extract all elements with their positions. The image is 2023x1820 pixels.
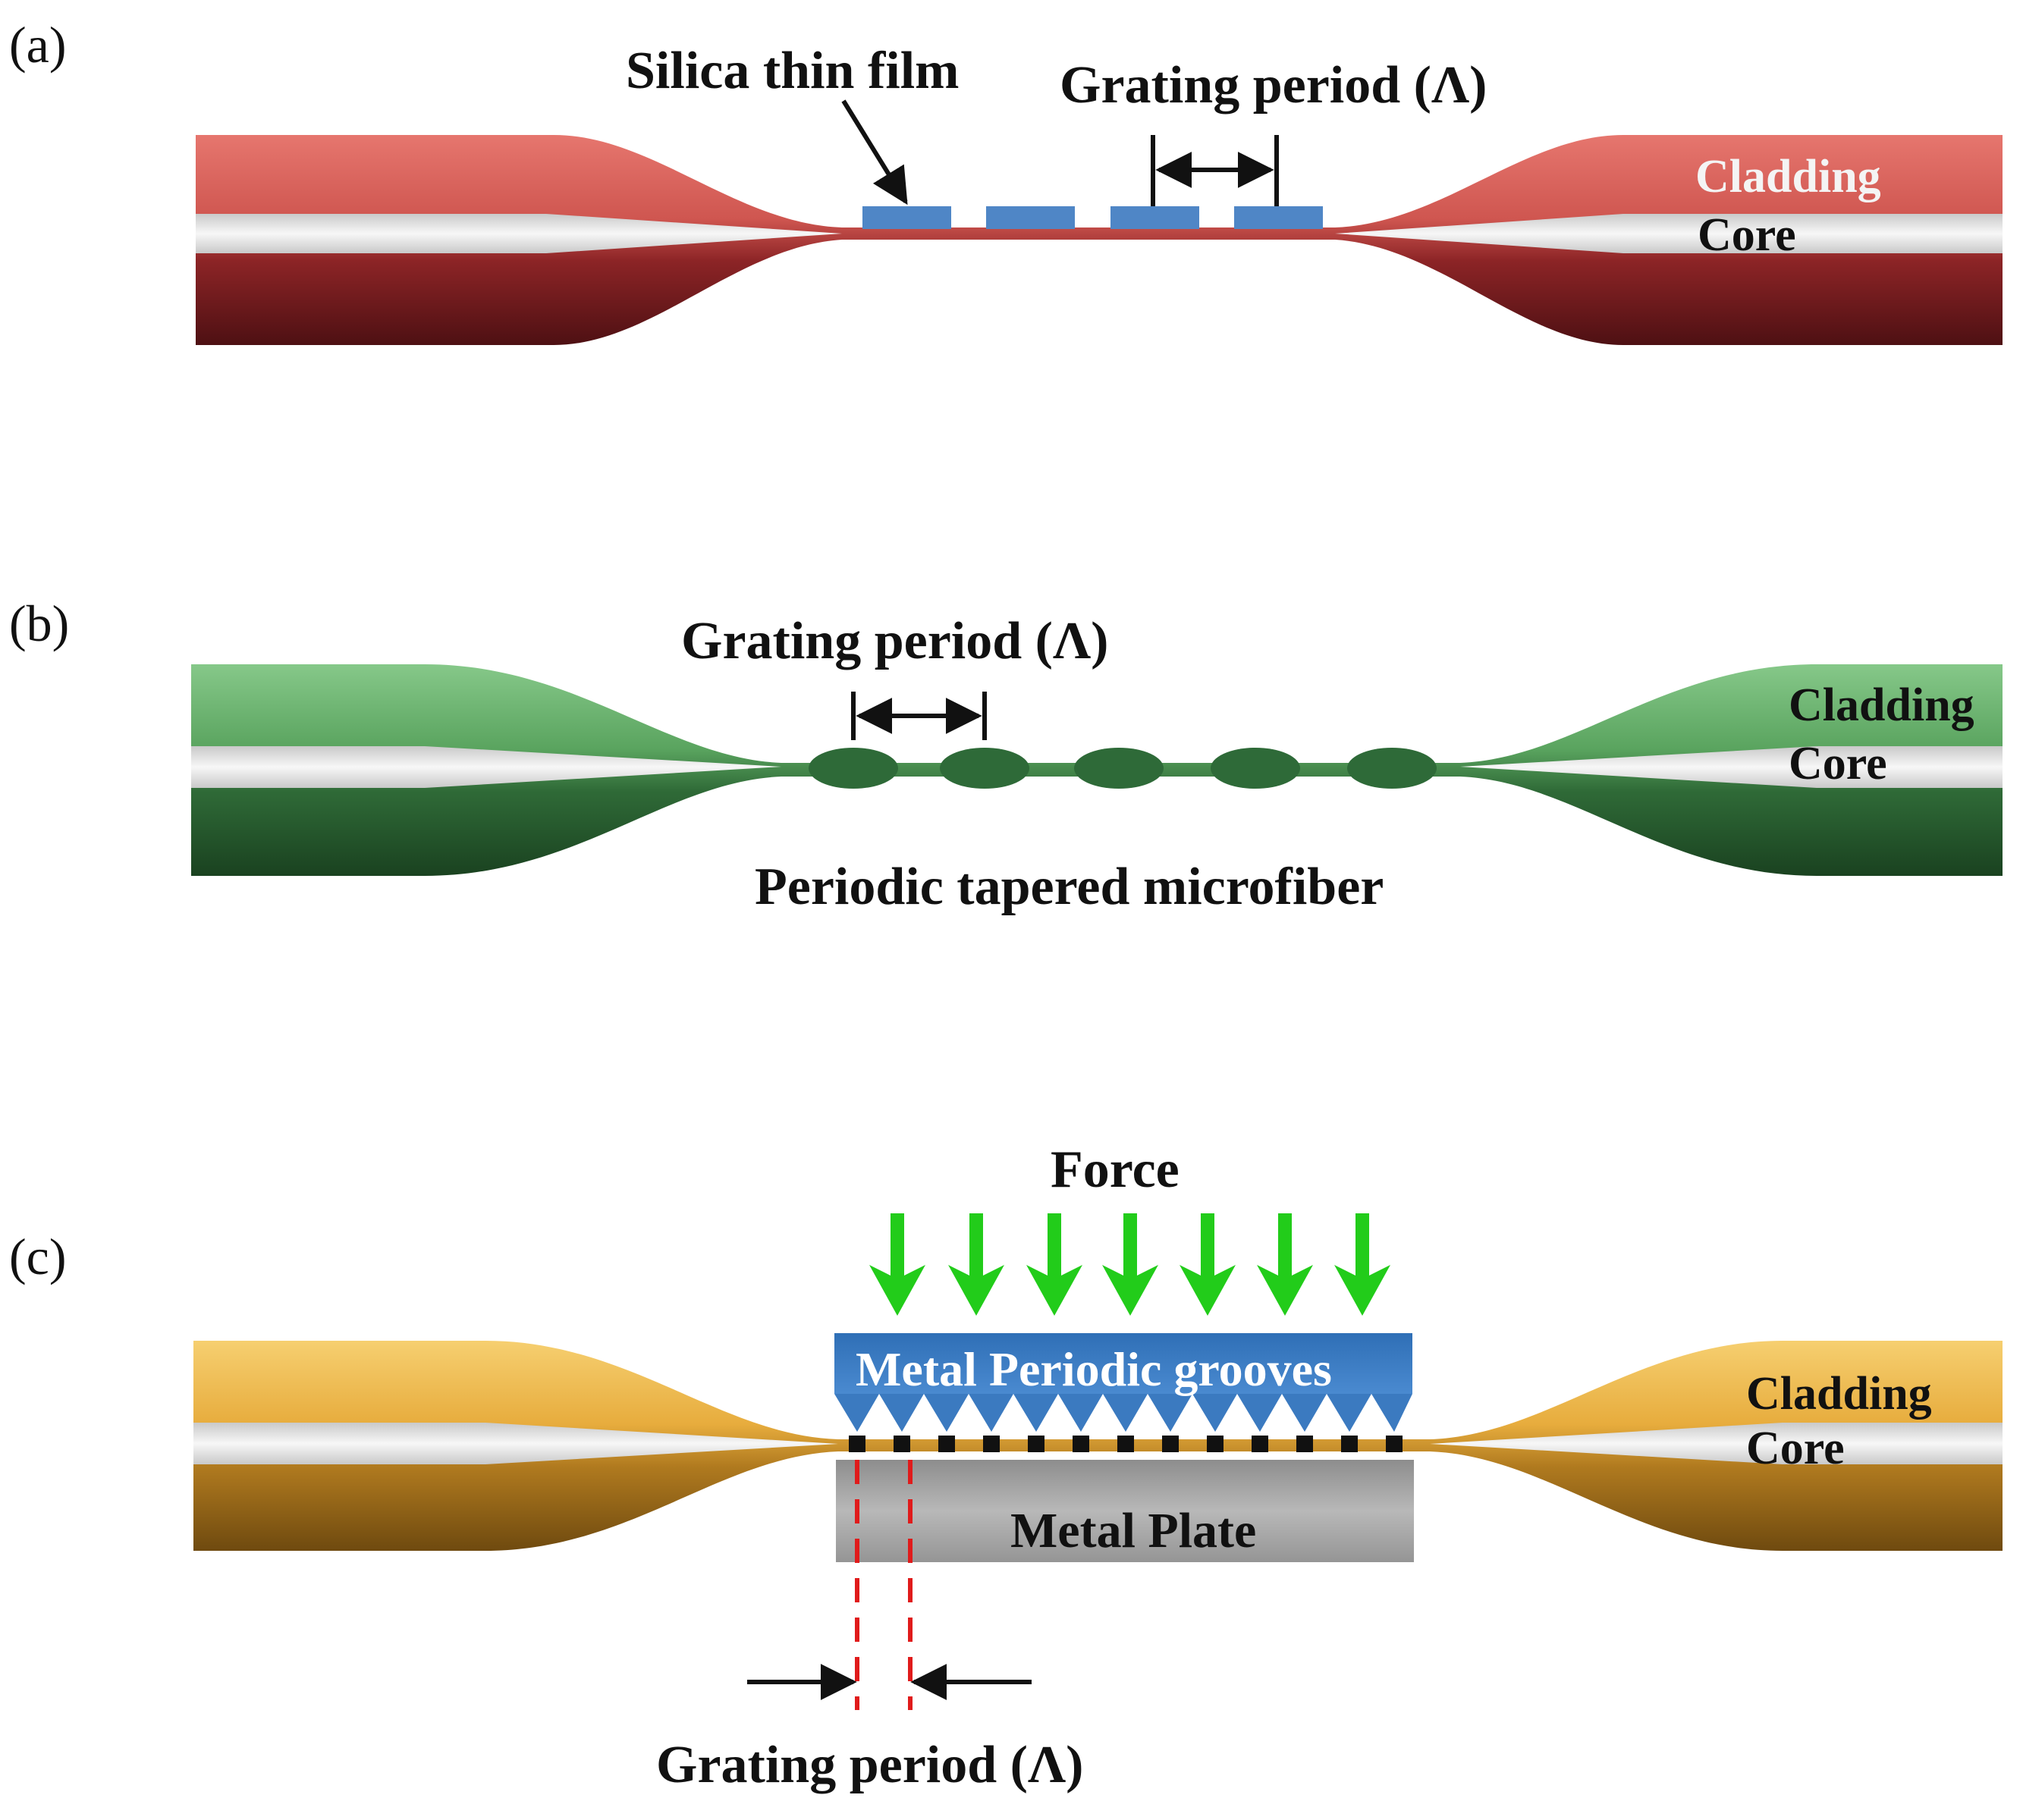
period-marker-a [1151, 135, 1279, 206]
force-arrow-2 [948, 1213, 1004, 1316]
silica-film-2 [986, 206, 1075, 229]
panel-c-tag: (c) [9, 1228, 66, 1285]
cladding-label-c: Cladding [1746, 1368, 1932, 1420]
bulge-1 [809, 748, 898, 789]
force-label: Force [1051, 1141, 1180, 1199]
grooves-label: Metal Periodic grooves [856, 1342, 1332, 1396]
force-arrow-3 [1026, 1213, 1082, 1316]
metal-plate-label: Metal Plate [1010, 1503, 1256, 1558]
fiber-a-body [196, 135, 2003, 345]
bulge-3 [1074, 748, 1164, 789]
core-label-a: Core [1698, 209, 1796, 261]
force-arrow-5 [1180, 1213, 1236, 1316]
tapered-bulges [809, 748, 1437, 789]
period-label-a: Grating period (Λ) [1060, 56, 1487, 115]
bulge-2 [940, 748, 1029, 789]
grooves-teeth [834, 1394, 1412, 1432]
bulge-4 [1211, 748, 1300, 789]
panel-c: (c) [9, 1141, 2003, 1794]
force-arrow-1 [869, 1213, 925, 1316]
microfiber-label: Periodic tapered microfiber [755, 858, 1384, 916]
silica-film-3 [1110, 206, 1199, 229]
panel-b: (b) Grating period (Λ) Cladding Core Per… [9, 595, 2003, 916]
period-dash-lines [855, 1460, 913, 1710]
fiber-c-body [193, 1341, 2003, 1551]
force-arrow-6 [1257, 1213, 1313, 1316]
core-label-b: Core [1789, 738, 1887, 789]
silica-films [862, 206, 1323, 229]
panel-b-tag: (b) [9, 595, 69, 652]
cladding-label-b: Cladding [1789, 679, 1974, 731]
period-label-b: Grating period (Λ) [681, 612, 1108, 670]
contact-points [849, 1436, 1403, 1452]
core-c [193, 1423, 2003, 1464]
cladding-label-a: Cladding [1695, 151, 1881, 202]
force-arrow-4 [1102, 1213, 1158, 1316]
silica-film-1 [862, 206, 951, 229]
metal-grooves [834, 1333, 1412, 1432]
force-arrow-7 [1334, 1213, 1390, 1316]
metal-plate [836, 1460, 1414, 1562]
force-arrows [869, 1213, 1390, 1316]
period-label-c: Grating period (Λ) [656, 1736, 1083, 1794]
bulge-5 [1347, 748, 1437, 789]
silica-pointer-arrow [841, 99, 908, 206]
period-marker-b [851, 692, 987, 740]
panel-a: (a) Silica thin film Grating period (Λ) … [9, 16, 2003, 345]
silica-film-4 [1234, 206, 1323, 229]
panel-a-tag: (a) [9, 16, 66, 74]
core-b [191, 746, 2003, 788]
silica-film-label: Silica thin film [626, 42, 959, 100]
core-label-c: Core [1746, 1423, 1845, 1474]
grooves-block [834, 1333, 1412, 1394]
core-a [196, 214, 2003, 253]
